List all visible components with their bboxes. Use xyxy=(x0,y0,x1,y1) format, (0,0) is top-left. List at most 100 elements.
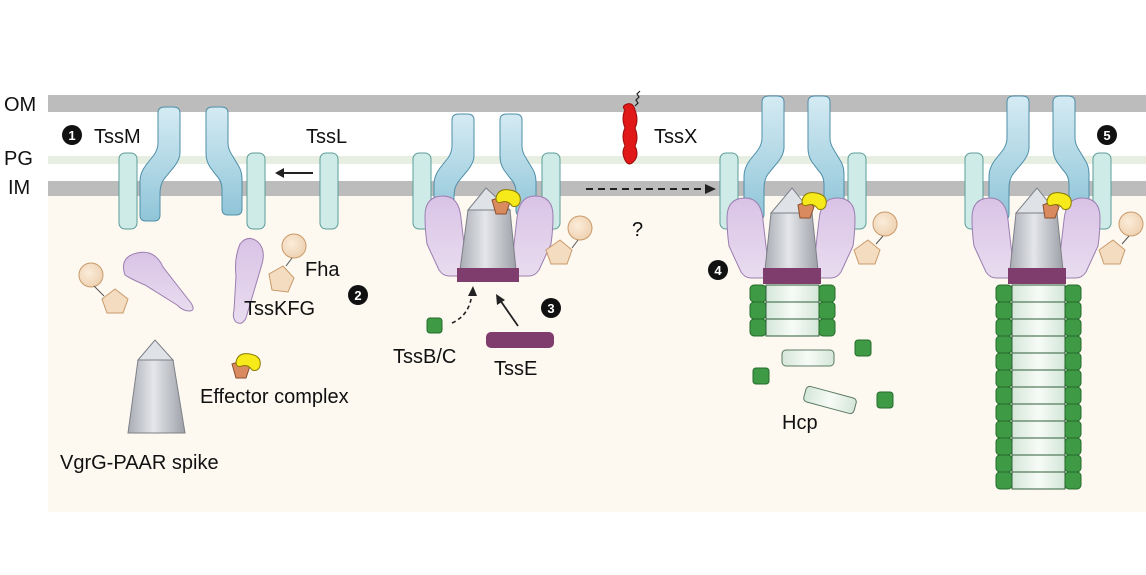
step-number-1: 1 xyxy=(68,128,75,143)
fha-linker xyxy=(1121,235,1130,245)
dashed-arrow-icon xyxy=(451,292,473,324)
tssbc-sheath-subunit xyxy=(995,318,1013,337)
label-hcp: Hcp xyxy=(782,412,818,434)
tssm-protein xyxy=(205,106,243,216)
effector-yellow xyxy=(801,192,827,210)
fha-pentagon xyxy=(268,265,295,293)
hcp-ring xyxy=(803,385,857,415)
outer-membrane xyxy=(48,95,1146,112)
step-number-5: 5 xyxy=(1103,128,1110,143)
vgrg-spike-body xyxy=(459,209,517,271)
tssbc-sheath-subunit xyxy=(818,318,836,337)
label-vgrg-paar: VgrG-PAAR spike xyxy=(60,452,219,474)
tssbc-subunit xyxy=(426,317,443,334)
sheath-tube xyxy=(995,284,1082,490)
vgrg-spike-body xyxy=(1009,212,1064,271)
step-badge-4 xyxy=(708,260,728,280)
tssbc-sheath-subunit xyxy=(995,352,1013,371)
step-badge-5 xyxy=(1097,125,1117,145)
hcp-ring xyxy=(1011,318,1066,337)
tssbc-sheath-subunit xyxy=(995,437,1013,456)
vgrg-spike-body xyxy=(764,212,819,271)
fha-pentagon xyxy=(853,239,881,265)
tsskfg-protein xyxy=(123,251,194,312)
label-tssm: TssM xyxy=(94,126,141,148)
tssbc-sheath-subunit xyxy=(749,301,767,320)
arrowhead-icon xyxy=(275,168,284,178)
tssl-protein xyxy=(118,152,138,230)
tssbc-sheath-subunit xyxy=(1064,318,1082,337)
tssbc-sheath-subunit xyxy=(1064,403,1082,422)
tsse-baseplate xyxy=(457,268,519,282)
tssbc-subunit xyxy=(854,339,872,357)
paar-tip xyxy=(136,339,175,361)
hcp-ring xyxy=(781,349,835,367)
effector-yellow xyxy=(495,189,521,207)
stage-1: 1 TssM TssL xyxy=(62,106,347,230)
sheath-tube xyxy=(749,284,836,337)
tssbc-sheath-subunit xyxy=(1064,386,1082,405)
tssbc-subunit xyxy=(752,367,770,385)
tssbc-sheath-subunit xyxy=(995,420,1013,439)
hcp-ring xyxy=(1011,352,1066,371)
tssbc-sheath-subunit xyxy=(749,318,767,337)
label-tssl: TssL xyxy=(306,126,347,148)
fha-linker xyxy=(93,285,105,297)
tssbc-sheath-subunit xyxy=(1064,420,1082,439)
tssl-protein xyxy=(246,152,266,230)
arrowhead-icon xyxy=(468,286,477,296)
arrowhead-icon xyxy=(705,184,716,194)
tssbc-sheath-subunit xyxy=(995,471,1013,490)
tssbc-sheath-subunit xyxy=(1064,284,1082,303)
fha-pentagon xyxy=(101,288,129,314)
hcp-ring xyxy=(1011,403,1066,422)
hcp-ring xyxy=(1011,335,1066,354)
tssbc-sheath-subunit xyxy=(995,454,1013,473)
tssm-protein xyxy=(743,95,785,221)
tssbc-sheath-subunit xyxy=(995,284,1013,303)
label-om: OM xyxy=(4,94,36,116)
tssbc-subunit xyxy=(876,391,894,409)
stage-5: 5 xyxy=(964,95,1144,490)
tssbc-sheath-subunit xyxy=(1064,369,1082,388)
tssbc-sheath-subunit xyxy=(1064,454,1082,473)
step-number-4: 4 xyxy=(714,263,722,278)
tssm-protein xyxy=(988,95,1030,221)
hcp-ring xyxy=(1011,420,1066,439)
tssm-protein xyxy=(139,106,181,222)
lipid-anchor xyxy=(634,90,641,107)
stage-4: 4 Hcp xyxy=(708,95,898,434)
hcp-ring xyxy=(1011,301,1066,320)
label-tssx: TssX xyxy=(654,126,697,148)
effector-yellow xyxy=(1046,192,1072,210)
step-badge-1 xyxy=(62,125,82,145)
tssx-protein xyxy=(622,103,638,165)
fha-circle xyxy=(1118,211,1144,237)
tssl-protein xyxy=(319,152,339,230)
arrow-icon xyxy=(499,299,519,327)
stage-3: TssB/C TssE 3 xyxy=(393,113,593,380)
fha-pentagon xyxy=(545,239,573,265)
hcp-ring xyxy=(1011,386,1066,405)
effector-yellow xyxy=(235,353,261,371)
hcp-ring xyxy=(1011,284,1066,303)
tsse-protein xyxy=(486,332,554,348)
tssbc-sheath-subunit xyxy=(995,403,1013,422)
tssbc-sheath-subunit xyxy=(1064,335,1082,354)
label-fha: Fha xyxy=(305,259,340,281)
tsse-baseplate xyxy=(1008,268,1066,284)
tssbc-sheath-subunit xyxy=(749,284,767,303)
fha-circle xyxy=(281,233,307,259)
tsskfg-protein xyxy=(232,238,264,324)
fha-circle xyxy=(567,215,593,241)
step-number-3: 3 xyxy=(547,301,554,316)
tssbc-sheath-subunit xyxy=(995,335,1013,354)
label-question: ? xyxy=(632,219,643,241)
tssbc-sheath-subunit xyxy=(995,386,1013,405)
label-im: IM xyxy=(8,177,30,199)
hcp-ring xyxy=(1011,471,1066,490)
peptidoglycan-layer xyxy=(48,156,1146,164)
cytoplasm xyxy=(48,196,1146,512)
label-tssbc: TssB/C xyxy=(393,346,456,368)
